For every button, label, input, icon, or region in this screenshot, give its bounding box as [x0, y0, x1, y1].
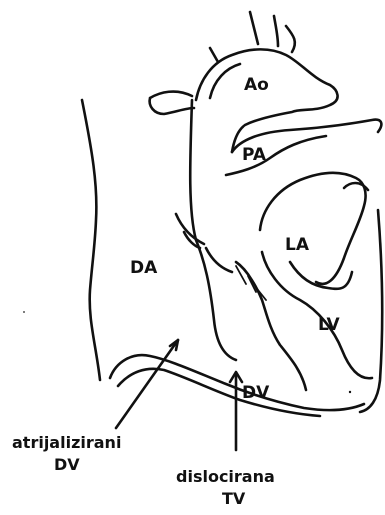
aortic-branch-3	[274, 16, 278, 46]
aortic-branch-2	[250, 12, 258, 44]
label-atrialized-line1: atrijalizirani	[12, 433, 121, 452]
aortic-branch-1	[210, 48, 218, 62]
label-dv: DV	[242, 383, 270, 403]
right-ventricle-floor-inner	[118, 369, 320, 416]
label-la: LA	[285, 235, 310, 255]
tricuspid-stub-2	[206, 248, 232, 272]
label-displaced-line2: TV	[222, 489, 246, 508]
label-displaced-line1: dislocirana	[176, 467, 275, 486]
atrialized-arrow	[116, 340, 178, 428]
label-ao: Ao	[244, 75, 269, 95]
aorta-inner	[210, 64, 240, 98]
tricuspid-stub	[176, 214, 204, 248]
vena-cava-stub	[150, 92, 194, 114]
left-atrium-outline	[260, 173, 366, 284]
heart-outer-right	[360, 210, 382, 412]
speckle-mark-2	[23, 311, 25, 313]
right-atrium-outline-left	[82, 100, 100, 380]
speckle-mark	[349, 391, 351, 393]
label-da: DA	[130, 258, 158, 278]
label-pa: PA	[242, 145, 267, 165]
septum-line	[236, 262, 306, 390]
valve-leaflets	[236, 266, 266, 300]
label-atrialized-line2: DV	[54, 455, 80, 474]
right-atrium-outline-inner	[190, 100, 236, 360]
label-lv: LV	[318, 315, 340, 335]
aortic-branch-4	[286, 26, 295, 52]
left-ventricle-outline	[262, 252, 372, 378]
